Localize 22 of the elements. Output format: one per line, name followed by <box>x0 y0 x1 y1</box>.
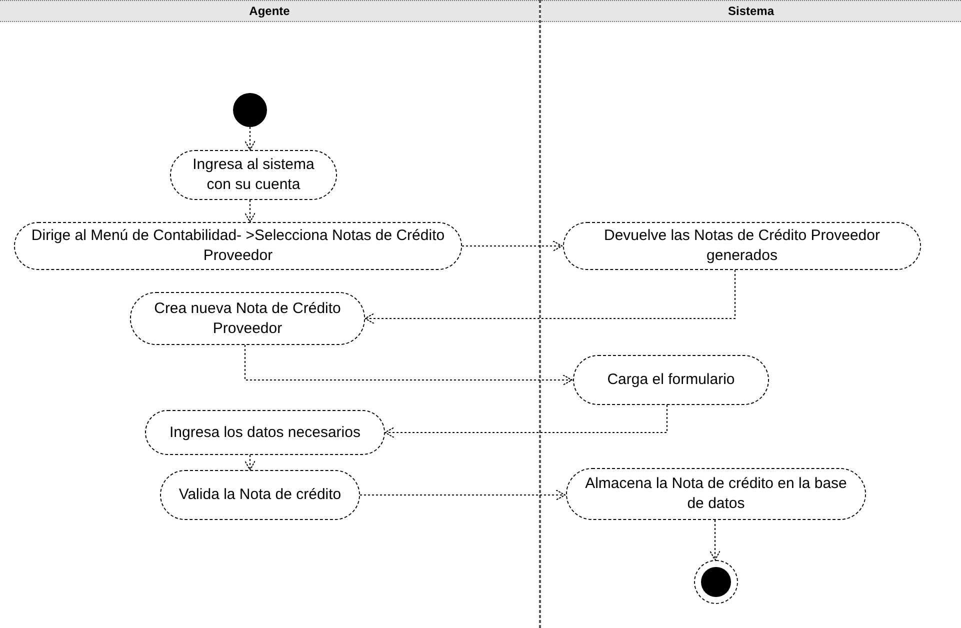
activity-box: Carga el formulario <box>573 355 769 405</box>
activity-box: Devuelve las Notas de Crédito Proveedor generados <box>563 222 921 270</box>
activity-box: Almacena la Nota de crédito en la base de datos <box>566 468 866 520</box>
activity-box: Crea nueva Nota de Crédito Proveedor <box>130 292 365 345</box>
arrow <box>244 200 256 222</box>
arrow <box>384 404 668 438</box>
activity-box: Dirige al Menú de Contabilidad- >Selecciona Notas de Crédito Proveedor <box>14 222 462 270</box>
arrow <box>364 270 736 324</box>
arrow <box>710 520 720 560</box>
activity-box: Ingresa al sistema con su cuenta <box>170 150 337 200</box>
arrow <box>244 344 572 386</box>
arrow <box>360 490 566 500</box>
arrow <box>244 126 256 150</box>
arrow <box>462 240 562 252</box>
arrow <box>244 454 256 470</box>
lane-header: Sistema <box>728 3 774 20</box>
initial-node <box>233 93 267 127</box>
swimlane <box>540 0 961 628</box>
lane-header: Agente <box>249 3 290 20</box>
swimlane <box>0 0 540 628</box>
activity-box: Valida la Nota de crédito <box>160 470 360 520</box>
activity-box: Ingresa los datos necesarios <box>145 410 385 455</box>
